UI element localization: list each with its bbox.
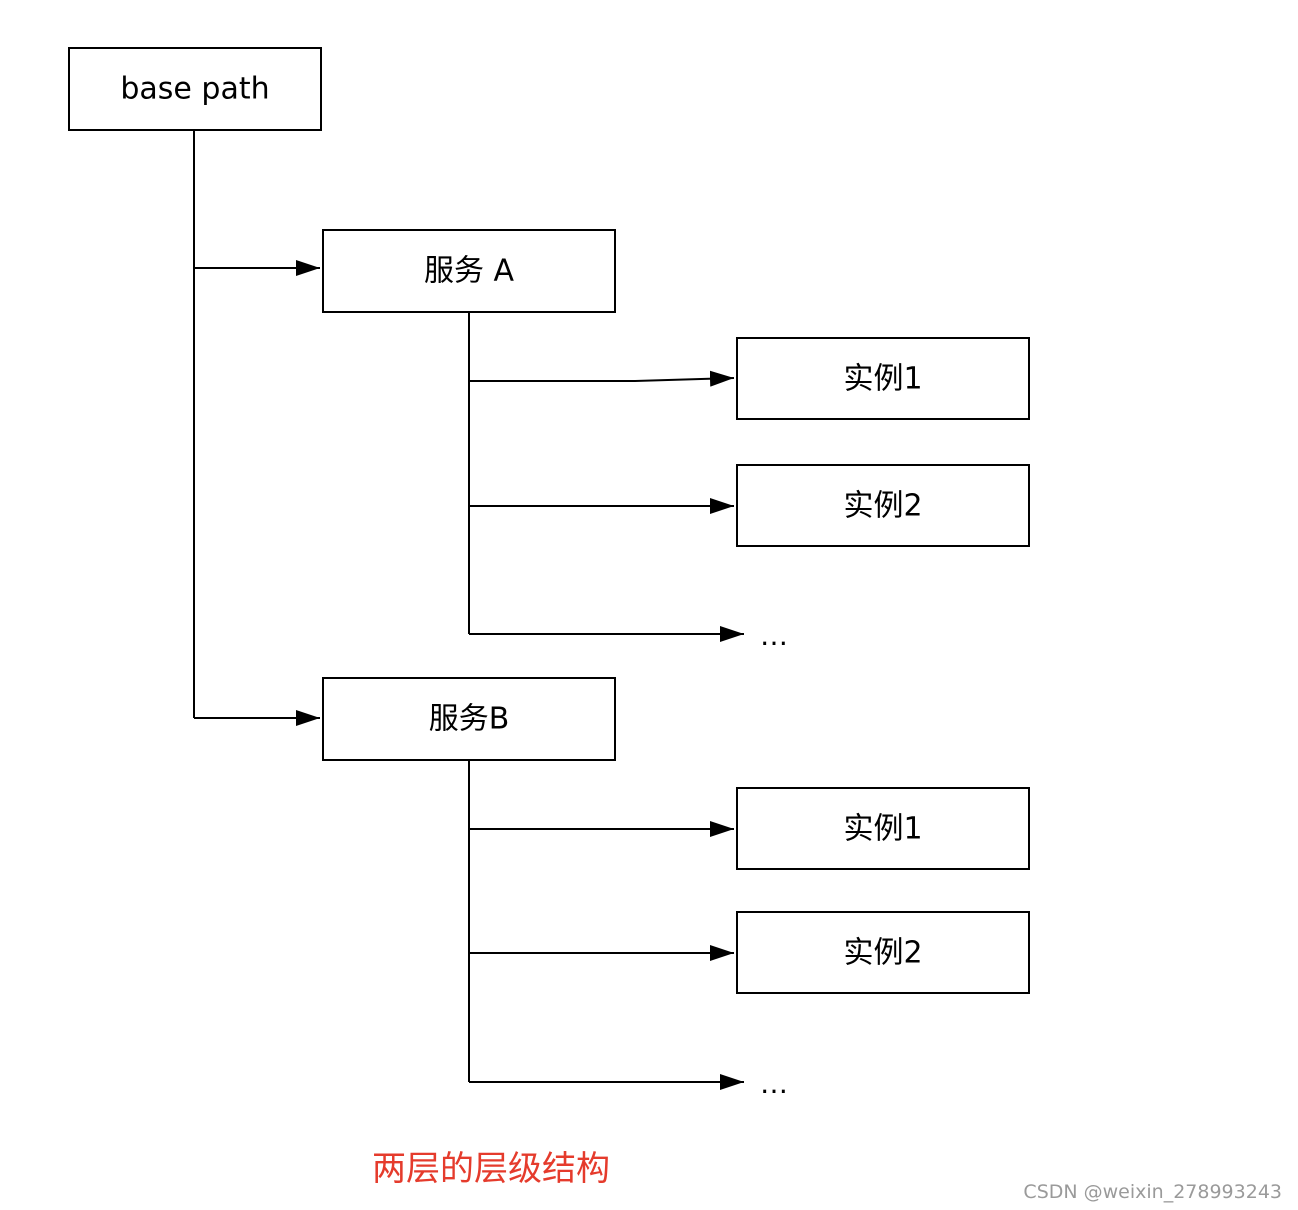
watermark: CSDN @weixin_278993243 (1023, 1181, 1282, 1203)
node-service-a-box (322, 229, 616, 313)
node-service-b-label: 服务B (429, 702, 510, 737)
node-base-path-label: base path (120, 72, 269, 107)
node-service-a-instance-1-label: 实例1 (843, 362, 922, 397)
node-base-path-box (68, 47, 322, 131)
connectors (193, 130, 744, 1090)
node-service-b-instance-2: 实例2 (736, 911, 1030, 994)
node-service-a-instance-2: 实例2 (736, 464, 1030, 547)
node-service-b-more: … (760, 1067, 788, 1100)
node-service-b: 服务B (322, 677, 616, 761)
node-service-b-instance-1: 实例1 (736, 787, 1030, 870)
node-service-b-instance-1-box (736, 787, 1030, 870)
node-service-b-instance-2-label: 实例2 (843, 936, 922, 971)
node-service-a-instance-1-box (736, 337, 1030, 420)
node-service-b-instance-2-box (736, 911, 1030, 994)
node-service-a-instance-2-box (736, 464, 1030, 547)
node-service-a-label: 服务 A (424, 254, 515, 289)
edge-service-a-to-instance-1 (469, 370, 735, 387)
node-base-path: base path (68, 47, 322, 131)
node-service-a: 服务 A (322, 229, 616, 313)
node-service-b-instance-1-label: 实例1 (843, 812, 922, 847)
node-service-a-instance-1: 实例1 (736, 337, 1030, 420)
diagram-caption: 两层的层级结构 (372, 1149, 610, 1189)
node-service-a-more: … (760, 619, 788, 652)
node-service-b-box (322, 677, 616, 761)
node-service-a-instance-2-label: 实例2 (843, 489, 922, 524)
